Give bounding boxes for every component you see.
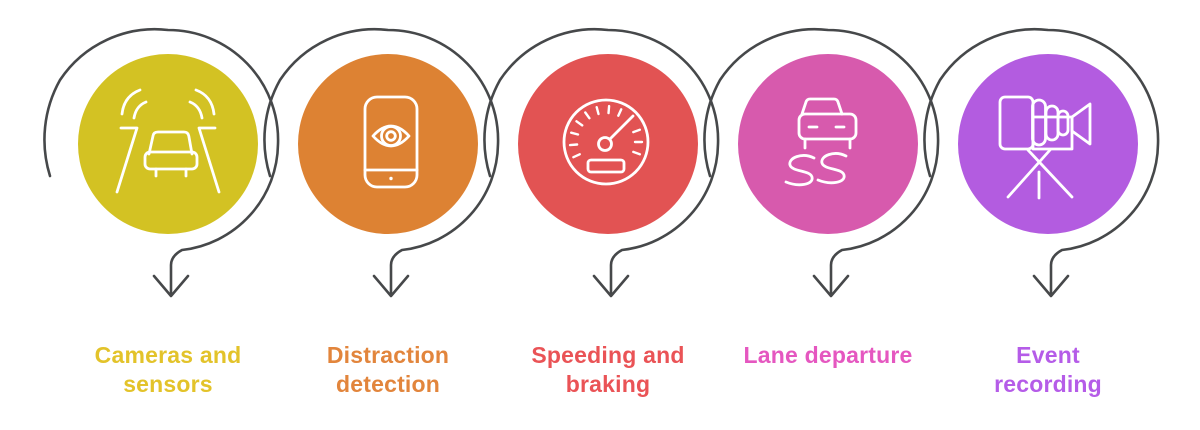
needle-hub bbox=[597, 136, 613, 152]
feature-circle bbox=[738, 54, 918, 234]
down-arrow-icon bbox=[372, 274, 410, 298]
feature-circle bbox=[518, 54, 698, 234]
eye-outline bbox=[371, 124, 411, 148]
down-arrow-icon bbox=[812, 274, 850, 298]
lens-horn bbox=[1070, 102, 1092, 146]
feature-unit-cameras-sensors: Cameras and sensors bbox=[43, 2, 280, 428]
down-arrow-icon bbox=[152, 274, 190, 298]
feature-label: Speeding and braking bbox=[531, 342, 685, 397]
sensor-wave-right-outer bbox=[194, 88, 216, 116]
feature-label: Event recording bbox=[994, 342, 1102, 397]
tripod-legs bbox=[1006, 148, 1074, 200]
loop-arrow-stroke bbox=[263, 27, 500, 296]
needle bbox=[608, 114, 635, 141]
feature-label: Cameras and sensors bbox=[94, 342, 242, 397]
feature-unit-lane-departure: Lane departure bbox=[703, 2, 940, 428]
sensor-wave-left-inner bbox=[132, 100, 148, 120]
gauge-ticks bbox=[568, 104, 644, 159]
feature-label: Distraction detection bbox=[326, 342, 450, 397]
feature-circle bbox=[958, 54, 1138, 234]
car-front-wheels bbox=[803, 137, 852, 150]
sensor-wave-right-inner bbox=[188, 100, 204, 120]
sensor-wave-left-outer bbox=[120, 88, 142, 116]
car-front-roof bbox=[800, 97, 844, 116]
car-wheels bbox=[154, 167, 188, 178]
skid-mark-left bbox=[784, 154, 816, 187]
skid-mark-right bbox=[816, 152, 848, 185]
phone-outline bbox=[363, 95, 419, 189]
video-camera-tripod-icon bbox=[998, 95, 1092, 200]
loop-arrow-stroke bbox=[703, 27, 940, 296]
down-arrow-icon bbox=[592, 274, 630, 298]
car-road-sensors-icon bbox=[115, 88, 221, 194]
car-front-body bbox=[797, 112, 858, 141]
feature-unit-speeding-braking: Speeding and braking bbox=[483, 2, 720, 428]
loop-arrow-stroke bbox=[43, 27, 280, 296]
road-line-right bbox=[197, 126, 221, 194]
eye-iris bbox=[380, 125, 402, 147]
feature-label: Lane departure bbox=[743, 342, 913, 368]
gauge-face bbox=[562, 98, 650, 186]
lens-segment-3 bbox=[1056, 109, 1070, 137]
road-line-left bbox=[115, 126, 139, 194]
car-skid-marks-icon bbox=[784, 97, 858, 187]
feature-circle bbox=[78, 54, 258, 234]
speedometer-icon bbox=[562, 98, 650, 186]
car-body bbox=[143, 150, 199, 171]
loop-arrow-stroke bbox=[483, 27, 720, 296]
down-arrow-icon bbox=[1032, 274, 1070, 298]
car-roof bbox=[147, 130, 194, 156]
loop-arrow-stroke bbox=[923, 27, 1160, 296]
gauge-display bbox=[586, 158, 626, 174]
phone-home-dot bbox=[389, 176, 393, 181]
phone-eye-icon bbox=[363, 95, 419, 189]
feature-unit-event-recording: Event recording bbox=[923, 2, 1160, 428]
eye-pupil bbox=[385, 130, 397, 142]
feature-unit-distraction-detection: Distraction detection bbox=[263, 2, 500, 428]
